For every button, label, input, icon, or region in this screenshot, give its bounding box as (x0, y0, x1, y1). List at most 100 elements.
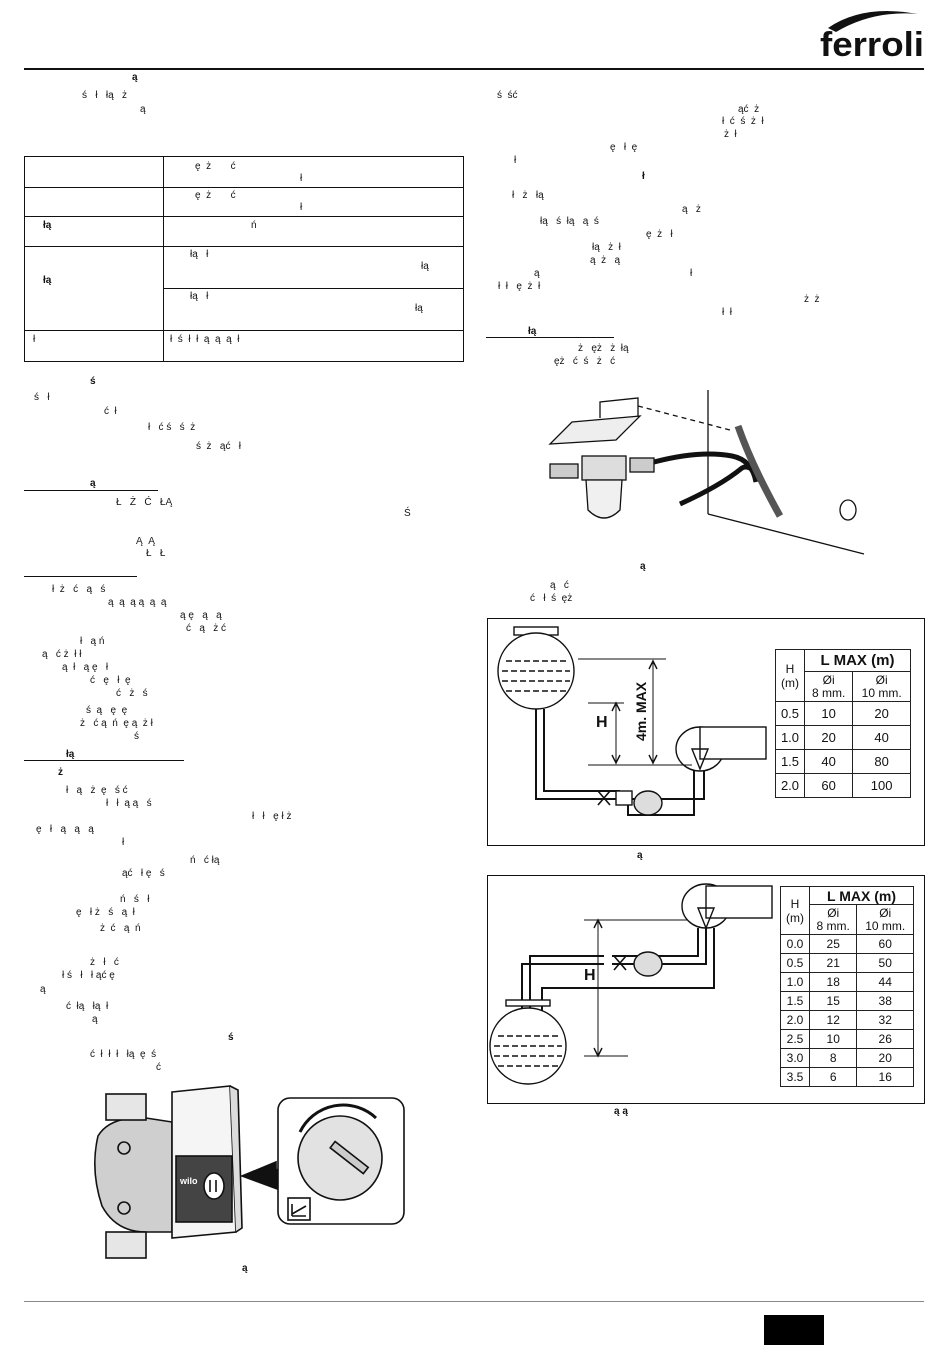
suction-feed-diagram: H (489, 883, 773, 1085)
section2-underline (24, 490, 158, 491)
table-cell: 16 (856, 1067, 914, 1087)
table-cell: 6 (808, 1067, 858, 1087)
table-cell: 100 (852, 773, 911, 798)
footer-rule (24, 1301, 924, 1302)
pump-motor-side (229, 1085, 243, 1233)
spec-cell: ń (251, 220, 257, 231)
oil-filter (633, 951, 663, 977)
section3-line: ą ą ą ą ą ą (108, 597, 167, 608)
floor-hole (839, 499, 857, 521)
section4-line: ż ć ą ń (100, 923, 141, 934)
section4-underline (24, 760, 184, 761)
fig1-4m-label: 4m. MAX (633, 681, 649, 741)
pump-brand-label: wilo (179, 1176, 198, 1186)
table-cell: 25 (808, 934, 858, 954)
section4-sub: ż (58, 767, 63, 778)
section4-line: ń ś ł (120, 894, 150, 905)
section3-line: ą ł ą ę ł (62, 662, 109, 673)
left-heading: ą (132, 72, 138, 83)
burner-pump (690, 748, 710, 771)
table-cell: 3.0 (780, 1048, 810, 1068)
table-cell: 1.0 (775, 725, 805, 750)
section4-line: ę ł ą ą ą (36, 824, 94, 835)
floor-line (707, 513, 865, 555)
fig2-caption: ą ą (614, 1106, 628, 1117)
spec-cell: ł ś ł ł ą ą ą ł (170, 334, 240, 345)
s-line: ć ł (104, 406, 117, 417)
right-line: ł (642, 171, 645, 182)
fig1-h-header: H(m) (775, 649, 805, 702)
fig2-oi: Øi (879, 905, 892, 920)
fig1-oi: Øi (822, 672, 835, 687)
section3-line: ś ą ę ę (86, 705, 128, 716)
pump-caption: ą (242, 1263, 248, 1274)
mounting-bracket (548, 415, 642, 445)
fig2-h-unit: (m) (786, 910, 804, 925)
section4-line: ę ł ż ś ą ł (76, 907, 135, 918)
burner-tube (699, 726, 767, 760)
pump-body (94, 1117, 173, 1233)
s-line: ł ć ś ś ż (148, 422, 196, 433)
section4-line: ć ł ł ł łą ę ś (90, 1049, 157, 1060)
fig1-caption: ą (637, 850, 643, 861)
right-section-title: łą (528, 326, 537, 337)
right-line: ł (514, 155, 517, 166)
table-cell: 0.5 (775, 701, 805, 726)
table-cell: 20 (803, 725, 854, 750)
filter-outlet-fitting (629, 457, 655, 473)
spec-cell: ę ż ć (195, 190, 236, 201)
return-pipe (541, 928, 715, 1064)
s-line: ś ż ąć ł (196, 441, 242, 452)
table-cell: 2.5 (780, 1029, 810, 1049)
s-line: ś ł (34, 392, 50, 403)
table-cell: 0.0 (780, 934, 810, 954)
right-line: ą ż ą (590, 255, 621, 266)
table-cell: 1.5 (780, 991, 810, 1011)
spec-cell: łą (415, 303, 423, 314)
section4-line: ż ł ć (90, 957, 119, 968)
right-line: łą ś łą ą ś (540, 216, 599, 227)
right-line: ś ść (497, 90, 518, 101)
section3-underline (24, 576, 137, 577)
filter-caption: ą (640, 561, 646, 572)
braided-hose (734, 424, 784, 518)
fig1-10mm: 10 mm. (861, 685, 902, 700)
spec-row-sep (25, 330, 463, 331)
right-line: ł ł (722, 307, 732, 318)
section4-line: ą (92, 1014, 98, 1025)
section4-line: ł ś ł ł ąć ę (62, 970, 115, 981)
spec-row-sep (25, 246, 463, 247)
spec-cell: łą ł (190, 291, 209, 302)
valve (597, 790, 611, 806)
page-number-box (764, 1315, 824, 1345)
valve (613, 955, 627, 971)
fig1-8mm: 8 mm. (811, 685, 846, 700)
spec-cell: łą (421, 261, 429, 272)
oil-tank (489, 1007, 567, 1085)
return-pipe (627, 769, 695, 816)
table-cell: 3.5 (780, 1067, 810, 1087)
table-cell: 60 (803, 773, 854, 798)
right-line: ę ł ę (610, 142, 638, 153)
table-cell: 50 (856, 953, 914, 973)
filter-line: ć ł ś ęż (530, 593, 573, 604)
intro-line-1: ś ł łą ż (82, 90, 128, 101)
section4-line: ł ł ą ą ś (106, 798, 152, 809)
fig2-8mm: 8 mm. (816, 918, 850, 933)
section3-line: ś (134, 731, 139, 742)
spec-cell: łą (43, 220, 52, 231)
spec-cell: łą (43, 275, 52, 286)
pump-bottom-flange (105, 1231, 147, 1259)
brand-name: ferroli (820, 26, 924, 62)
right-section-line: ż ęż ż łą (578, 343, 629, 354)
table-cell: 60 (856, 934, 914, 954)
